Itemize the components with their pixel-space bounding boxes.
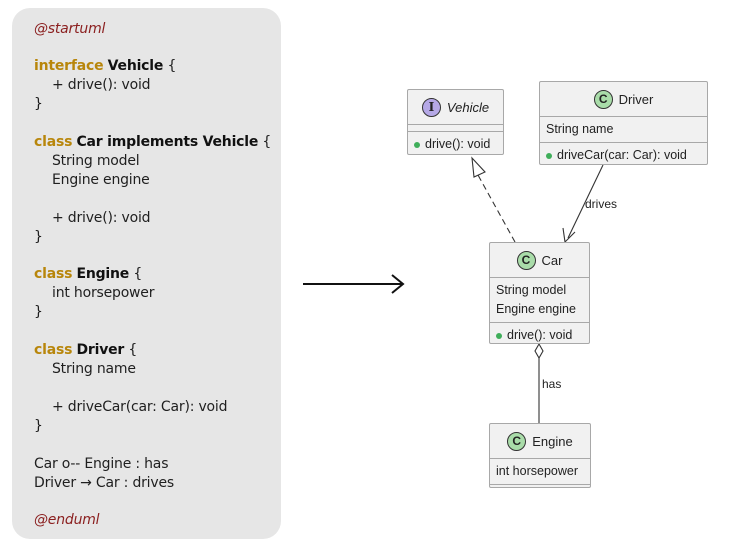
- car-declaration: class Car implements Vehicle {: [34, 133, 271, 151]
- brace: {: [163, 58, 177, 74]
- plantuml-code-panel: @startuml interface Vehicle { + drive():…: [12, 8, 281, 539]
- keyword: class: [34, 134, 73, 150]
- car-class-box: C Car String model Engine engine drive()…: [489, 242, 590, 344]
- driver-declaration: class Driver {: [34, 341, 137, 359]
- association-edge: [567, 164, 604, 239]
- class-badge-icon: C: [593, 89, 613, 109]
- box-title: Driver: [618, 91, 654, 107]
- engine-field-line: int horsepower: [52, 285, 155, 301]
- vehicle-declaration: interface Vehicle {: [34, 57, 176, 75]
- class-badge-icon: C: [507, 431, 527, 451]
- car-method-line: + drive(): void: [52, 210, 151, 226]
- startuml-directive: @startuml: [34, 21, 106, 37]
- keyword: class: [34, 266, 73, 282]
- method-label: driveCar(car: Car): void: [557, 148, 687, 162]
- driver-class-box: C Driver String name driveCar(car: Car):…: [539, 81, 708, 165]
- method: drive(): void: [414, 135, 497, 154]
- aggregation-diamond: [534, 342, 544, 360]
- type-name: Vehicle: [107, 58, 164, 74]
- box-title: Car: [541, 252, 563, 268]
- type-name: Car implements Vehicle: [76, 134, 259, 150]
- realization-edge: [477, 174, 516, 243]
- box-header: C Engine: [490, 424, 590, 459]
- interface-badge-icon: I: [421, 97, 441, 117]
- type-name: Engine: [76, 266, 130, 282]
- brace: {: [129, 266, 143, 282]
- method-label: drive(): void: [507, 328, 573, 342]
- public-method-icon: [414, 141, 420, 148]
- field: Engine engine: [496, 302, 576, 316]
- box-header: C Driver: [540, 82, 707, 117]
- method: driveCar(car: Car): void: [546, 146, 701, 165]
- car-field-line: Engine engine: [52, 172, 150, 188]
- closing-brace: }: [34, 304, 43, 320]
- class-badge-icon: C: [516, 250, 536, 270]
- public-method-icon: [546, 152, 552, 159]
- closing-brace: }: [34, 96, 43, 112]
- vehicle-interface-box: I Vehicle drive(): void: [407, 89, 504, 155]
- relation-line: Car o-- Engine : has: [34, 456, 169, 472]
- driver-method-line: + driveCar(car: Car): void: [52, 399, 228, 415]
- fields-section: String model Engine engine: [490, 278, 589, 323]
- public-method-icon: [496, 332, 502, 339]
- fields-section: int horsepower: [490, 459, 590, 485]
- methods-section: drive(): void: [490, 323, 589, 348]
- brace: {: [258, 134, 272, 150]
- engine-class-box: C Engine int horsepower: [489, 423, 591, 488]
- closing-brace: }: [34, 229, 43, 245]
- relation-line: Driver → Car : drives: [34, 475, 174, 491]
- method: drive(): void: [496, 326, 583, 345]
- methods-section: [490, 485, 590, 491]
- methods-section: drive(): void: [408, 132, 503, 157]
- edge-label-drives: drives: [585, 197, 618, 211]
- type-name: Driver: [76, 342, 125, 358]
- box-title: Vehicle: [446, 99, 490, 115]
- box-header: I Vehicle: [408, 90, 503, 125]
- method-label: drive(): void: [425, 137, 491, 151]
- box-title: Engine: [532, 433, 573, 449]
- enduml-directive: @enduml: [34, 512, 100, 528]
- closing-brace: }: [34, 418, 43, 434]
- keyword: class: [34, 342, 73, 358]
- fields-section: String name: [540, 117, 707, 143]
- vehicle-method-line: + drive(): void: [52, 77, 151, 93]
- keyword: interface: [34, 58, 104, 74]
- transform-arrow-icon: [303, 274, 405, 294]
- fields-section: [408, 125, 503, 132]
- driver-field-line: String name: [52, 361, 136, 377]
- edge-label-has: has: [542, 377, 562, 391]
- realization-arrowhead: [471, 156, 486, 178]
- field: String model: [496, 283, 567, 297]
- brace: {: [124, 342, 138, 358]
- engine-declaration: class Engine {: [34, 265, 142, 283]
- methods-section: driveCar(car: Car): void: [540, 143, 707, 168]
- car-field-line: String model: [52, 153, 140, 169]
- box-header: C Car: [490, 243, 589, 278]
